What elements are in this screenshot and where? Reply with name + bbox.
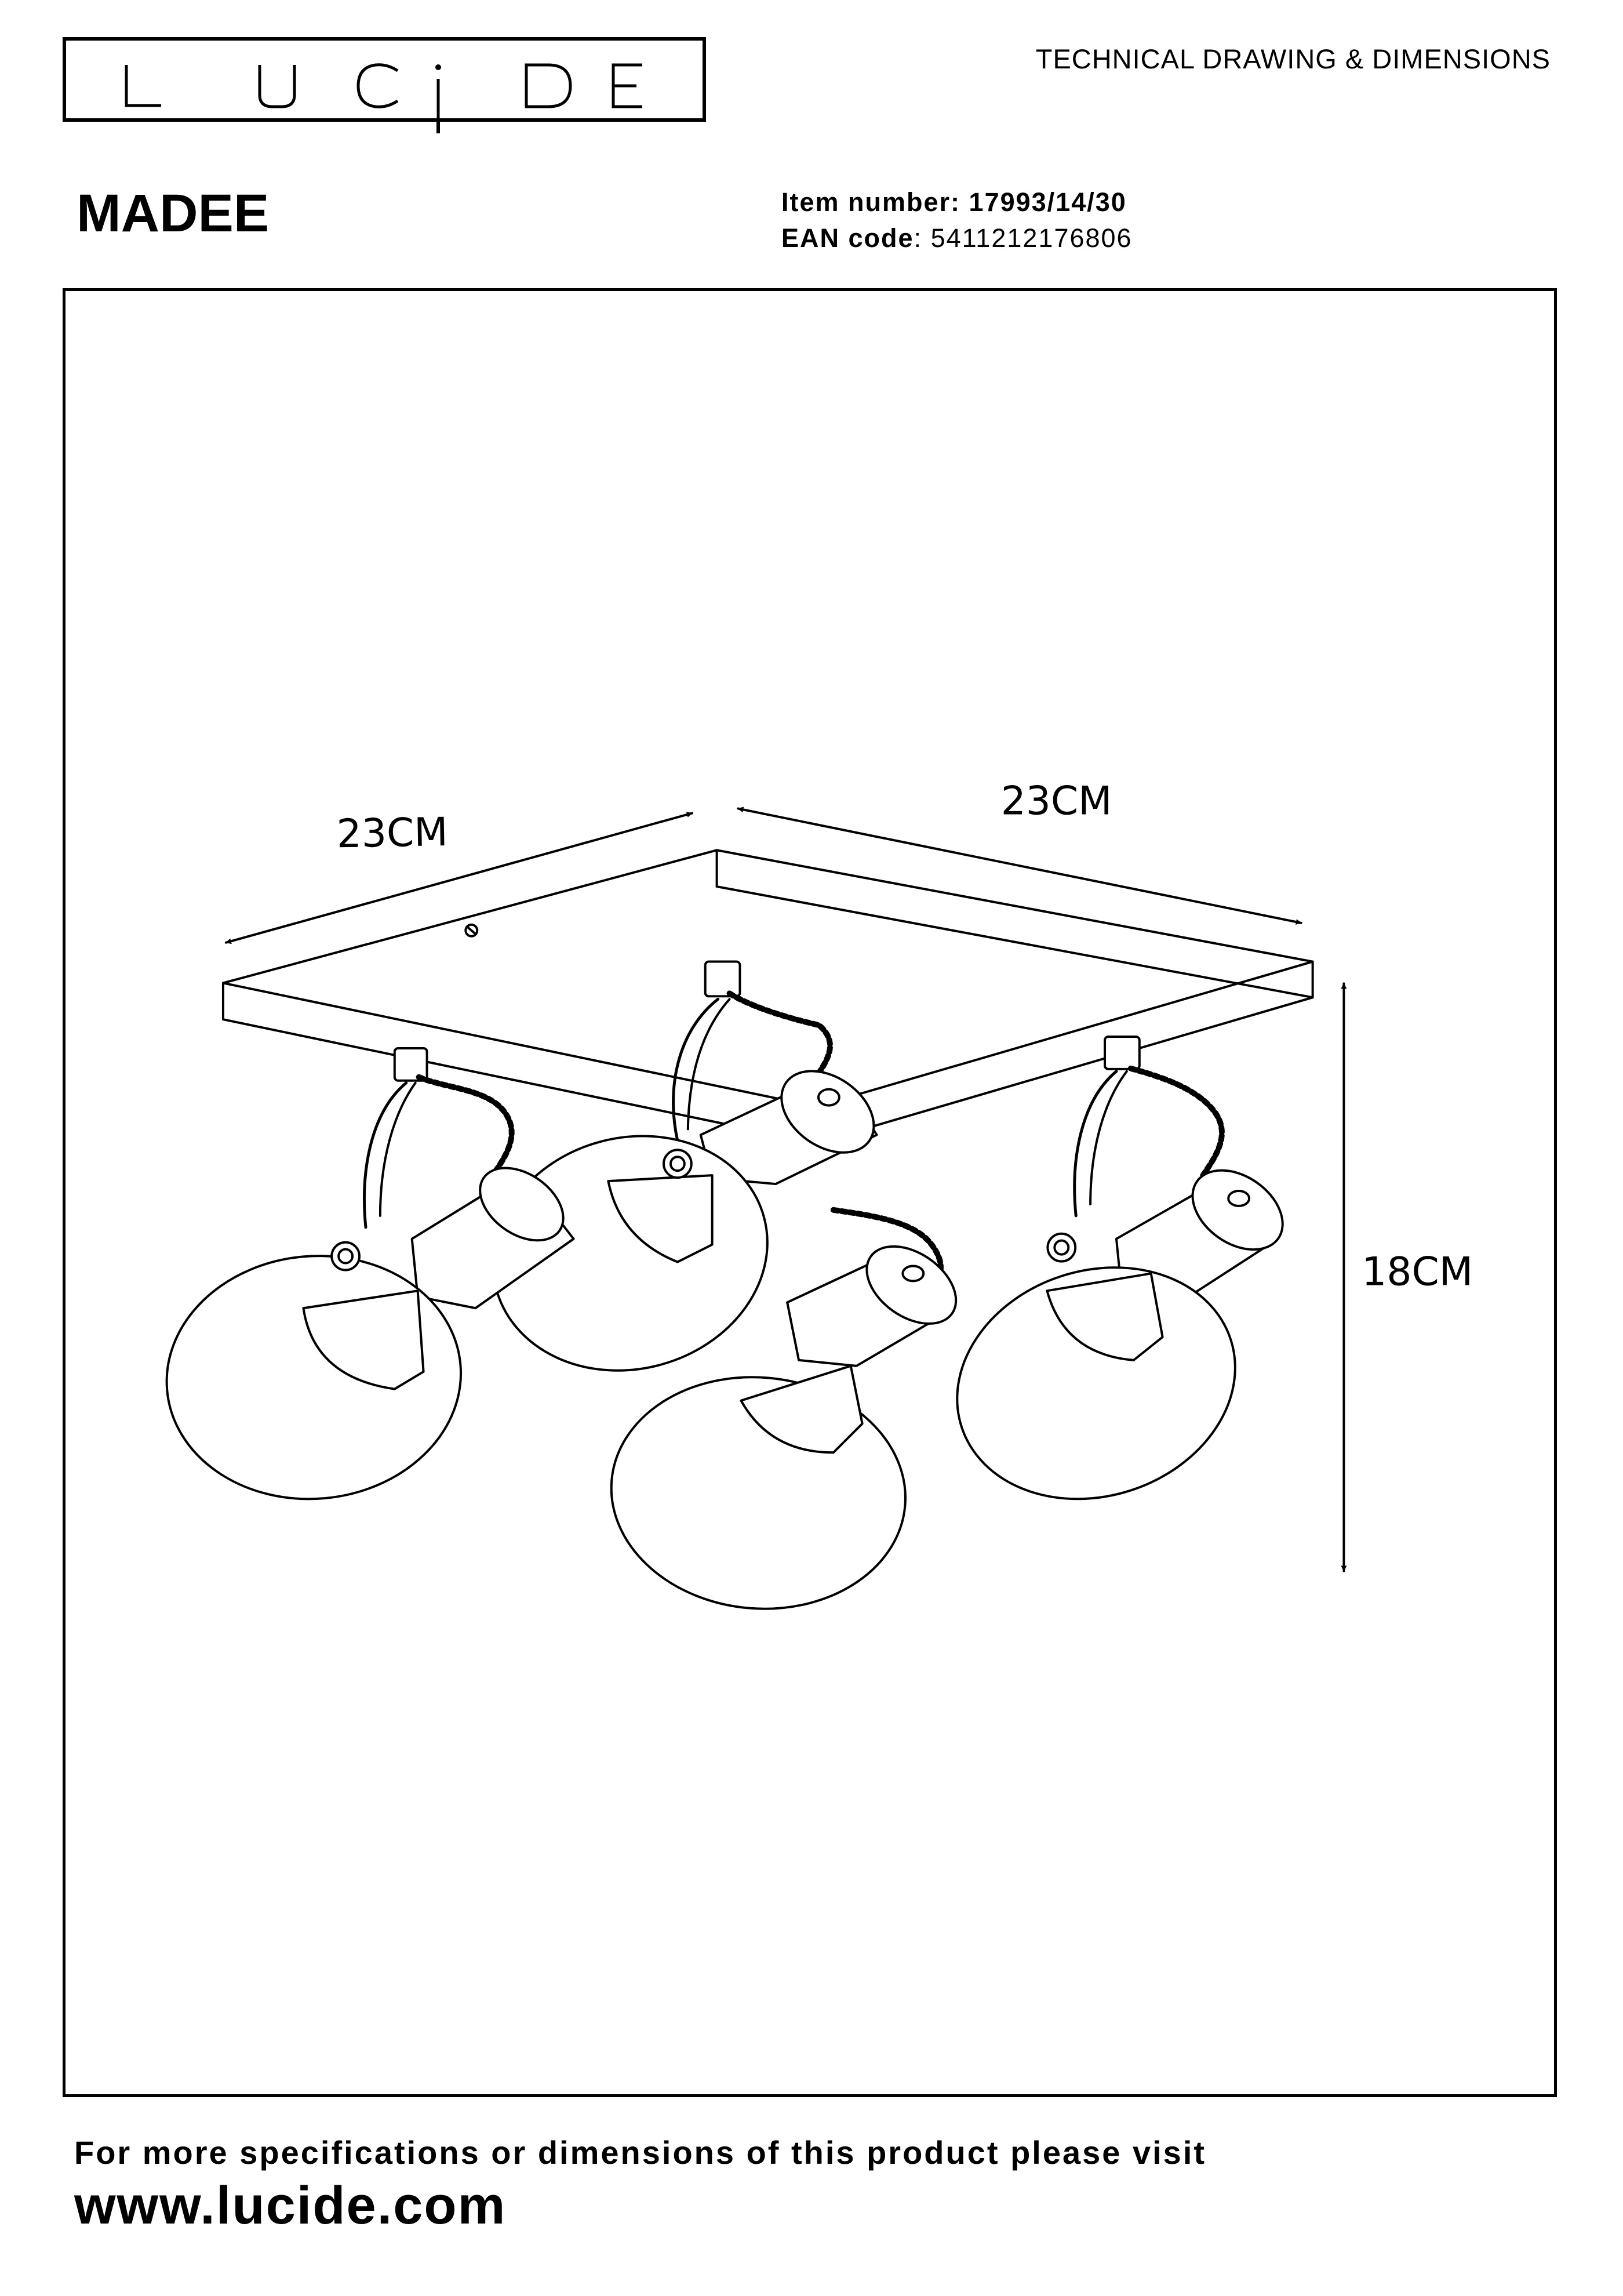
dimension-width-right-label: 23CM xyxy=(1001,778,1112,824)
product-name: MADEE xyxy=(77,184,270,243)
brand-logo xyxy=(63,37,706,136)
lucide-logo-mark xyxy=(63,37,706,133)
technical-drawing-frame: 23CM 23CM 18CM xyxy=(63,288,1557,2097)
spot-center-back xyxy=(492,960,878,1372)
spot-left xyxy=(165,1047,575,1501)
document-type-label: TECHNICAL DRAWING & DIMENSIONS xyxy=(1035,43,1551,74)
product-codes: Item number: 17993/14/30 EAN code: 54112… xyxy=(781,184,1133,256)
ean-separator: : xyxy=(914,223,931,253)
dimension-width-left-label: 23CM xyxy=(336,809,448,856)
width-right-dimension-line xyxy=(737,806,1302,925)
ean-code-value: 5411212176806 xyxy=(930,223,1133,253)
website-link[interactable]: www.lucide.com xyxy=(74,2176,507,2235)
item-number-value: 17993/14/30 xyxy=(969,187,1127,217)
ean-code-row: EAN code: 5411212176806 xyxy=(781,220,1133,256)
lamp-technical-drawing: 23CM 23CM 18CM xyxy=(165,778,1473,1610)
dimension-height-label: 18CM xyxy=(1362,1248,1473,1294)
item-number-label: Item number: xyxy=(781,187,961,217)
item-number-row: Item number: 17993/14/30 xyxy=(781,184,1133,220)
ean-code-label: EAN code xyxy=(781,223,914,253)
ceiling-plate xyxy=(221,849,1314,1145)
spot-right xyxy=(956,1036,1284,1501)
spot-center-front xyxy=(610,1207,958,1610)
footer-info-text: For more specifications or dimensions of… xyxy=(74,2134,1207,2171)
dimension-lines xyxy=(224,806,1347,1572)
width-left-dimension-line xyxy=(224,812,693,944)
